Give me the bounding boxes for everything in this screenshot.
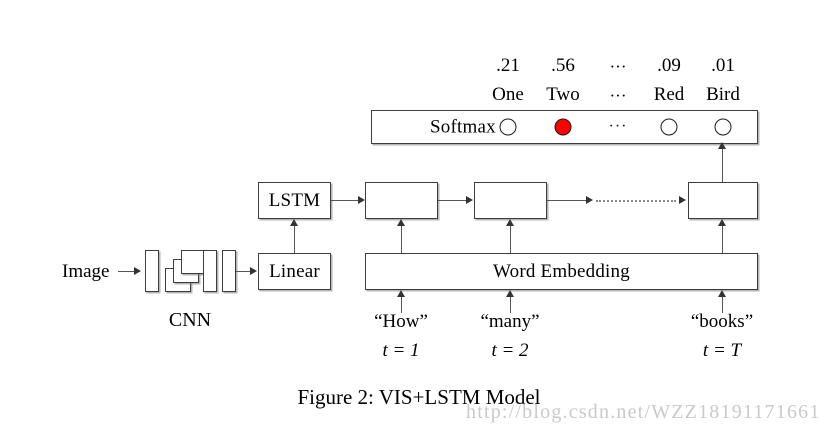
softmax-node-4[interactable] xyxy=(714,118,732,136)
softmax-word-0: One xyxy=(492,84,524,105)
arrow-cell2-onward-head xyxy=(586,195,593,204)
timestep-label-T: t = T xyxy=(702,340,742,361)
arrow-cell2-onward-line xyxy=(547,200,587,201)
image-input-label: Image xyxy=(62,261,110,282)
softmax-probability-1: .56 xyxy=(551,55,575,76)
arrow-cell1-to-cell2-line xyxy=(438,200,467,201)
softmax-probability-3: .09 xyxy=(657,55,681,76)
cnn-layer-2-back xyxy=(181,250,207,274)
linear-box: Linear xyxy=(258,253,331,290)
rnn-cell-2 xyxy=(474,182,547,219)
arrow-embed-to-cellT-line xyxy=(722,225,723,253)
cnn-layer-1 xyxy=(145,250,159,292)
softmax-node-3[interactable] xyxy=(660,118,678,136)
cnn-layer-3 xyxy=(203,250,217,292)
softmax-nodes-ellipsis: ··· xyxy=(608,118,628,135)
arrow-word2-to-embed-line xyxy=(510,296,511,313)
softmax-node-0[interactable] xyxy=(499,118,517,136)
cnn-label: CNN xyxy=(168,309,212,331)
softmax-word-ellipsis: ··· xyxy=(609,86,627,105)
arrow-wordT-to-embed-line xyxy=(722,296,723,313)
arrow-embed-to-cellT-head xyxy=(717,219,726,226)
figure-caption: Figure 2: VIS+LSTM Model xyxy=(297,385,541,409)
cnn-layer-4 xyxy=(222,250,236,292)
arrow-cnn-to-linear-head xyxy=(250,266,257,275)
arrow-embed-to-cell1-head xyxy=(396,219,405,226)
arrow-rnn-to-softmax-head xyxy=(717,142,726,149)
timestep-label-1: t = 1 xyxy=(382,340,420,361)
arrow-lstm-to-cell1-line xyxy=(331,200,359,201)
rnn-cell-T xyxy=(688,182,758,219)
word-embedding-label: Word Embedding xyxy=(493,261,630,282)
input-word-1: “How” xyxy=(374,311,428,332)
arrow-linear-to-lstm-line xyxy=(294,225,295,253)
arrow-embed-to-cell2-line xyxy=(510,225,511,253)
softmax-probability-0: .21 xyxy=(496,55,520,76)
arrow-cnn-to-linear-line xyxy=(236,271,250,272)
softmax-word-1: Two xyxy=(546,84,580,105)
softmax-node-1-selected[interactable] xyxy=(554,118,572,136)
softmax-probability-4: .01 xyxy=(711,55,735,76)
softmax-label: Softmax xyxy=(430,116,496,138)
arrow-embed-to-cell1-line xyxy=(401,225,402,253)
arrow-cell1-to-cell2-head xyxy=(466,195,473,204)
arrow-into-cellT-head xyxy=(679,195,686,204)
arrow-word2-to-embed-head xyxy=(505,290,514,297)
softmax-word-3: Red xyxy=(653,84,685,105)
lstm-label: LSTM xyxy=(268,190,321,211)
timestep-label-2: t = 2 xyxy=(491,340,529,361)
arrow-image-to-cnn-head xyxy=(134,266,141,275)
arrow-word1-to-embed-head xyxy=(396,290,405,297)
arrow-word1-to-embed-line xyxy=(401,296,402,313)
softmax-word-4: Bird xyxy=(706,84,740,105)
word-embedding-box: Word Embedding xyxy=(365,253,758,290)
arrow-embed-to-cell2-head xyxy=(505,219,514,226)
arrow-linear-to-lstm-head xyxy=(289,219,298,226)
linear-label: Linear xyxy=(269,261,320,282)
arrow-lstm-to-cell1-head xyxy=(358,195,365,204)
dotted-sequence-connector xyxy=(596,200,676,202)
softmax-box: Softmax xyxy=(371,110,758,144)
arrow-wordT-to-embed-head xyxy=(717,290,726,297)
arrow-rnn-to-softmax-line xyxy=(722,148,723,186)
arrow-image-to-cnn-line xyxy=(118,271,135,272)
softmax-probability-ellipsis: ··· xyxy=(609,57,627,76)
watermark-text: http://blog.csdn.net/WZZ18191171661 xyxy=(466,401,821,423)
input-word-2: “many” xyxy=(480,311,540,332)
lstm-box: LSTM xyxy=(258,182,331,219)
rnn-cell-1 xyxy=(365,182,438,219)
input-word-T: “books” xyxy=(690,311,754,332)
